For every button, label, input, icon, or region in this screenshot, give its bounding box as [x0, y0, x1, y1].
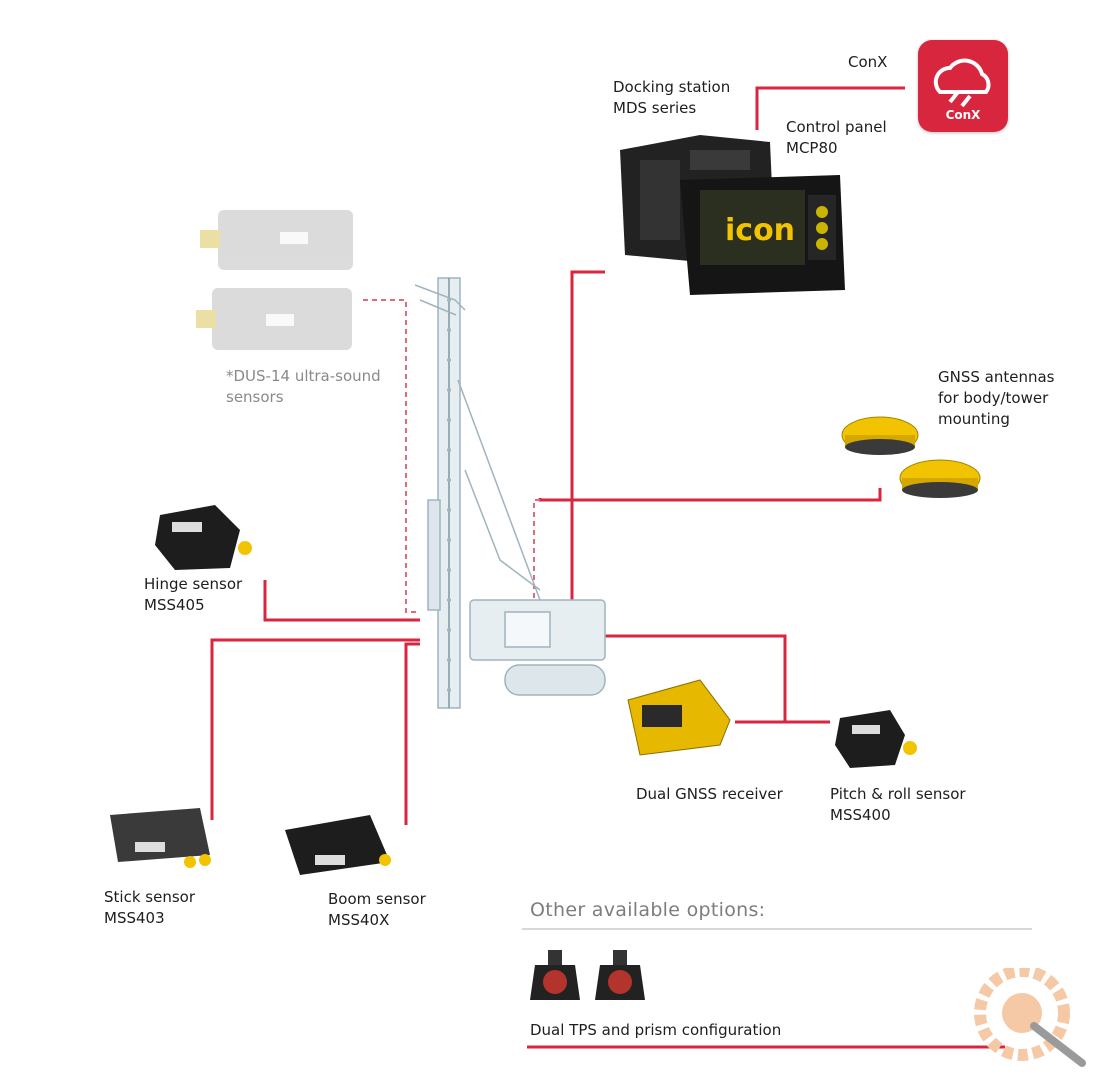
hinge-sensor-label: Hinge sensor MSS405: [144, 574, 242, 616]
prism-icon: [530, 950, 580, 1000]
gnss-antenna-2: [899, 459, 981, 498]
pitch-line2: MSS400: [830, 806, 891, 824]
dual-gnss-receiver-image: [627, 679, 731, 756]
gnss-antenna-1: [841, 416, 919, 455]
control-panel-label: Control panel MCP80: [786, 117, 887, 159]
control-panel-image: [680, 175, 845, 295]
conx-badge: ConX: [918, 40, 1008, 132]
control-screen-text: icon: [725, 213, 795, 248]
stick-sensor-label: Stick sensor MSS403: [104, 887, 195, 929]
dus-label: *DUS-14 ultra-sound sensors: [226, 366, 381, 408]
dus-sensor-top: [200, 210, 353, 270]
boom-sensor-image: [285, 815, 391, 875]
cloud-icon: [933, 58, 991, 108]
dus-line1: *DUS-14 ultra-sound: [226, 367, 381, 385]
pitch-roll-sensor-image: [835, 710, 917, 768]
control-line1: Control panel: [786, 118, 887, 136]
boom-line1: Boom sensor: [328, 890, 426, 908]
pitch-roll-label: Pitch & roll sensor MSS400: [830, 784, 966, 826]
conx-badge-text: ConX: [945, 108, 981, 122]
piling-rig: [414, 277, 606, 709]
dual-tps-label: Dual TPS and prism configuration: [530, 1021, 782, 1039]
hinge-line2: MSS405: [144, 596, 205, 614]
stick-sensor-image: [110, 808, 211, 868]
docking-station-label: Docking station MDS series: [613, 77, 730, 119]
stick-line1: Stick sensor: [104, 888, 195, 906]
options-divider: [522, 928, 1032, 930]
other-options-heading: Other available options:: [530, 899, 766, 921]
docking-line2: MDS series: [613, 99, 697, 117]
gnss-ant-line2: for body/tower: [938, 389, 1049, 407]
stick-line2: MSS403: [104, 909, 165, 927]
boom-sensor-label: Boom sensor MSS40X: [328, 889, 426, 931]
docking-line1: Docking station: [613, 78, 731, 96]
hinge-line1: Hinge sensor: [144, 575, 243, 593]
pitch-line1: Pitch & roll sensor: [830, 785, 966, 803]
hinge-sensor-image: [155, 505, 252, 570]
dus-line2: sensors: [226, 388, 284, 406]
dus-sensor-bottom: [196, 288, 352, 350]
gnss-ant-line3: mounting: [938, 410, 1010, 428]
gnss-ant-line1: GNSS antennas: [938, 368, 1055, 386]
boom-line2: MSS40X: [328, 911, 390, 929]
dual-gnss-label: Dual GNSS receiver: [636, 785, 783, 803]
control-line2: MCP80: [786, 139, 838, 157]
conx-label: ConX: [848, 53, 888, 71]
gnss-antennas-label: GNSS antennas for body/tower mounting: [938, 367, 1054, 430]
prism-icon: [595, 950, 645, 1000]
magnifier-icon[interactable]: [972, 968, 1092, 1068]
